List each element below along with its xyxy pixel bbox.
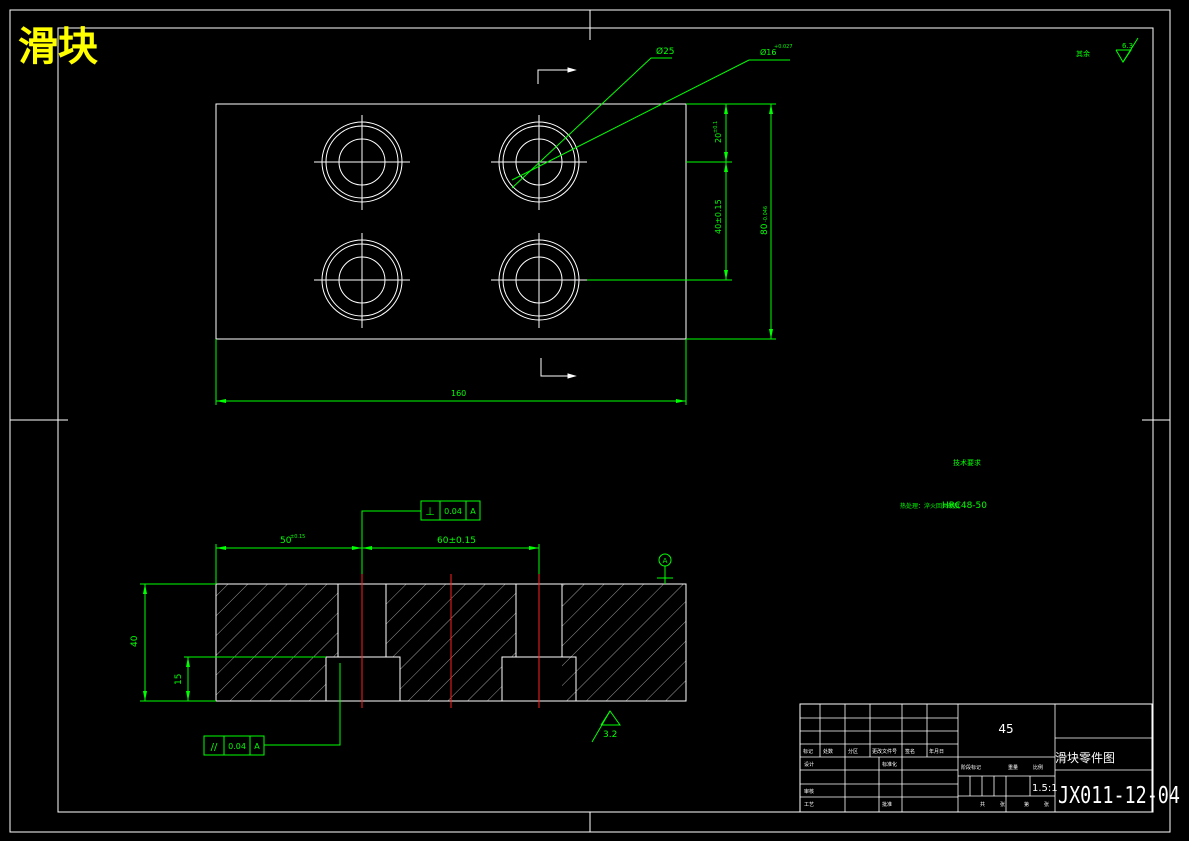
tb-row-label-5: 年月日 bbox=[929, 748, 944, 755]
section-view: 50 ±0.15 60±0.15 40 15 A ⊥ 0.04 A // 0.0… bbox=[130, 500, 687, 756]
title-block: 标记 处数 分区 更改文件号 签名 年月日 设计 标准化 审核 工艺 批准 阶段… bbox=[799, 703, 1180, 813]
tech-notes-line1-prefix: 热处理：淬火回火硬度 bbox=[900, 502, 960, 510]
parallel-symbol: // bbox=[211, 742, 218, 753]
dim-width: 160 bbox=[451, 389, 466, 398]
perp-value: 0.04 bbox=[444, 507, 462, 516]
datum-bubble bbox=[658, 553, 672, 567]
dim-height-tol: -0.046 bbox=[763, 206, 769, 222]
tech-notes-heading: 技术要求 bbox=[953, 458, 981, 467]
tb-row-label-2: 分区 bbox=[848, 748, 858, 755]
tb-ratio-label: 比例 bbox=[1033, 764, 1043, 771]
tb-approve-label: 批准 bbox=[882, 801, 892, 808]
tb-material: 45 bbox=[998, 722, 1013, 736]
tech-notes: 技术要求 热处理：淬火回火硬度 HRC48-50 bbox=[900, 458, 987, 511]
dim-left-offset: 50 bbox=[280, 536, 292, 546]
drawing-title: 滑块 bbox=[18, 23, 98, 70]
dim-cbore-dia: Ø25 bbox=[656, 46, 675, 57]
parallel-datum: A bbox=[254, 742, 260, 751]
sheet-outer-border bbox=[9, 9, 1171, 833]
dim-hole-pitch-h: 60±0.15 bbox=[437, 536, 476, 546]
parallel-value: 0.04 bbox=[228, 742, 246, 751]
hole-bottom-right bbox=[491, 233, 587, 328]
top-view-dimensions bbox=[215, 57, 790, 405]
tech-notes-line1-value: HRC48-50 bbox=[942, 501, 987, 511]
section-cut-marks bbox=[537, 67, 577, 379]
tb-weight-label: 重量 bbox=[1008, 764, 1018, 771]
dim-edge-offset-tol: ±0.1 bbox=[713, 121, 719, 133]
tb-sheet-label-1: 张 bbox=[1000, 801, 1005, 808]
perpendicularity-frame: ⊥ 0.04 A bbox=[420, 500, 481, 521]
tb-row-label-3: 更改文件号 bbox=[872, 748, 897, 755]
dim-hole-pitch-v: 40±0.15 bbox=[714, 199, 723, 234]
tb-review-label: 审核 bbox=[804, 788, 814, 795]
corner-roughness: 其余 6.3 bbox=[1076, 37, 1139, 63]
roughness-value: 3.2 bbox=[603, 730, 617, 740]
datum-label: A bbox=[663, 557, 668, 565]
dim-thickness: 40 bbox=[130, 635, 140, 647]
tb-standard-label: 标准化 bbox=[882, 761, 897, 768]
section-dimensions bbox=[140, 510, 673, 746]
dim-height: 80 bbox=[760, 223, 770, 235]
tb-drawing-no: JX011-12-04 bbox=[1058, 783, 1180, 809]
tb-stage-label: 阶段标记 bbox=[961, 764, 981, 771]
tb-designer-label: 设计 bbox=[804, 761, 814, 768]
tb-row-label-4: 签名 bbox=[905, 748, 915, 755]
hole-bottom-left bbox=[314, 233, 410, 328]
top-view-outline bbox=[215, 103, 687, 340]
top-view-arrows bbox=[216, 104, 773, 403]
centering-marks bbox=[10, 10, 1170, 832]
corner-roughness-value: 6.3 bbox=[1122, 42, 1133, 50]
tb-scale: 1.5:1 bbox=[1032, 783, 1058, 794]
dim-left-offset-tol: ±0.15 bbox=[290, 534, 305, 540]
perp-symbol: ⊥ bbox=[425, 505, 435, 518]
tb-row-label-0: 标记 bbox=[803, 748, 813, 755]
roughness-symbol bbox=[591, 710, 621, 743]
hole-top-right bbox=[491, 115, 587, 210]
title-block-grid bbox=[800, 704, 1152, 812]
tb-process-label: 工艺 bbox=[804, 802, 814, 808]
dim-hole-dia-tol: +0.027 bbox=[774, 44, 793, 50]
dim-cbore-depth: 15 bbox=[174, 674, 184, 685]
perp-datum: A bbox=[470, 507, 476, 516]
parallelism-frame: // 0.04 A bbox=[203, 735, 265, 756]
tb-sheet-label-2: 第 bbox=[1024, 801, 1029, 808]
tb-row-label-1: 处数 bbox=[823, 748, 833, 755]
section-centerlines bbox=[361, 574, 540, 708]
dim-edge-offset: 20 bbox=[714, 133, 723, 143]
dim-hole-dia: Ø16 bbox=[760, 47, 776, 57]
tb-sheet-label-0: 共 bbox=[980, 801, 985, 808]
top-view: 160 80 -0.046 40±0.15 20 ±0.1 Ø25 Ø16 +0… bbox=[215, 44, 793, 405]
section-arrows bbox=[143, 546, 539, 701]
tb-part-name: 滑块零件图 bbox=[1055, 751, 1115, 765]
tb-sheet-label-3: 张 bbox=[1044, 801, 1049, 808]
hole-top-left bbox=[314, 115, 410, 210]
corner-roughness-label: 其余 bbox=[1076, 49, 1090, 58]
